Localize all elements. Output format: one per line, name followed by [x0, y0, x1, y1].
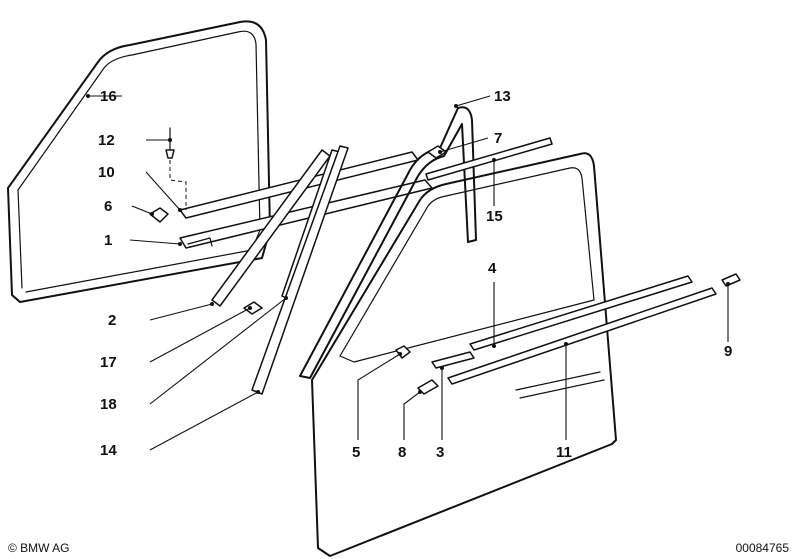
leader-lines [86, 94, 730, 451]
callout-9: 9 [724, 343, 732, 360]
screw-part-12 [165, 127, 187, 210]
callout-14: 14 [100, 442, 117, 459]
window-strip-part-15 [425, 137, 553, 181]
callout-11: 11 [556, 444, 572, 461]
diagram-id-label: 00084765 [735, 541, 789, 555]
copyright-label: © BMW AG [8, 541, 70, 555]
callout-13: 13 [494, 88, 511, 105]
belt-strip-part-4 [469, 275, 693, 351]
callout-5: 5 [352, 444, 360, 461]
callout-15: 15 [486, 208, 503, 225]
callout-18: 18 [100, 396, 117, 413]
trim-strip-part-3 [431, 351, 475, 369]
clip-part-6 [149, 207, 169, 223]
side-molding-part-11 [447, 287, 717, 385]
front-door-body [311, 152, 617, 557]
channel-strip-part-17 [243, 301, 263, 315]
window-frame-seal-part-13 [299, 106, 477, 379]
callout-6: 6 [104, 198, 112, 215]
callout-2: 2 [108, 312, 116, 329]
callout-10: 10 [98, 164, 115, 181]
callout-4: 4 [488, 260, 497, 277]
callout-1: 1 [104, 232, 112, 249]
callout-12: 12 [98, 132, 115, 149]
end-cap-part-9 [721, 273, 741, 287]
callout-16: 16 [100, 88, 117, 105]
callout-7: 7 [494, 130, 502, 147]
clip-part-7 [427, 145, 447, 159]
callout-8: 8 [398, 444, 406, 461]
callout-3: 3 [436, 444, 444, 461]
callout-17: 17 [100, 354, 117, 371]
window-frame-seal-part-16 [7, 20, 271, 303]
